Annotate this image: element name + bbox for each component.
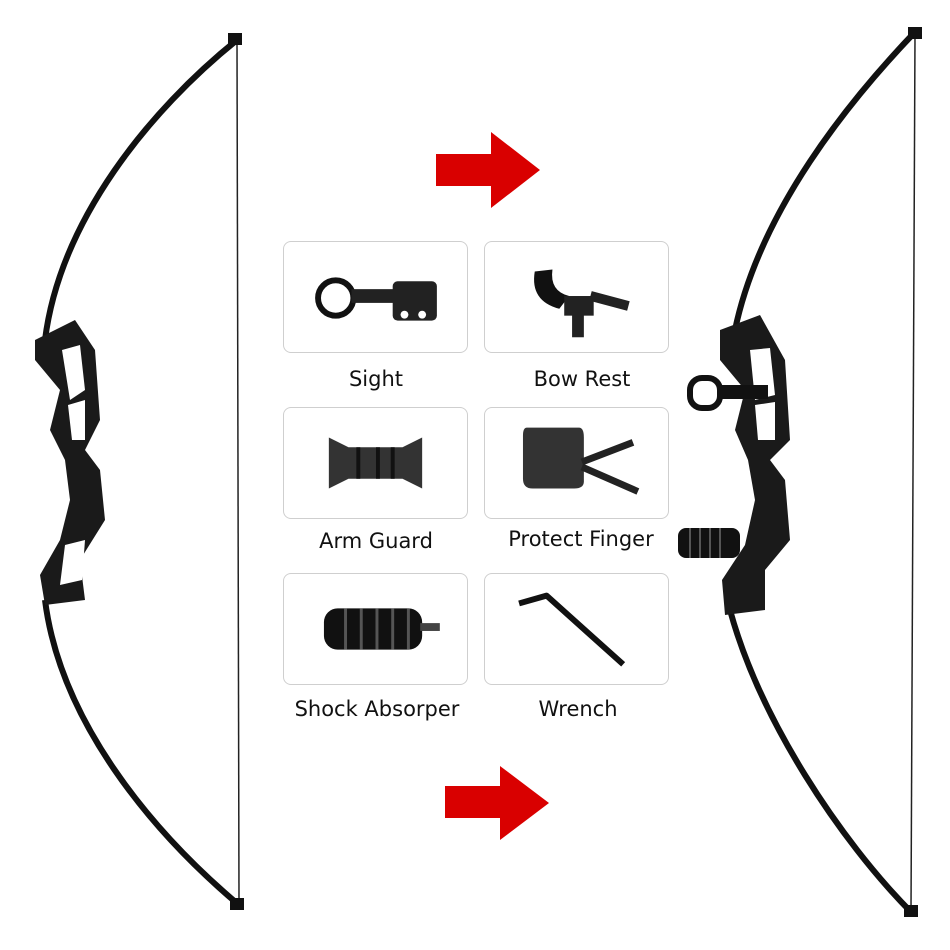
accessory-label: Bow Rest: [533, 367, 631, 391]
wrench-icon: [518, 592, 626, 667]
accessory-label: Wrench: [538, 697, 618, 721]
accessory-card-arm-guard: [283, 407, 468, 519]
shock-absorber-icon: [323, 608, 440, 650]
accessory-card-bow-rest: [484, 241, 669, 353]
finger-protector-icon: [522, 427, 640, 495]
accessory-label: Shock Absorper: [294, 697, 460, 721]
arrow-right-top-icon: [436, 132, 540, 208]
accessory-card-protect-finger: [484, 407, 669, 519]
accessory-card-sight: [283, 241, 468, 353]
bow-rest-icon: [534, 269, 630, 338]
arrow-right-bottom-icon: [445, 766, 549, 840]
arm-guard-icon: [328, 437, 423, 489]
accessory-label: Sight: [348, 367, 404, 391]
accessory-label: Protect Finger: [508, 527, 654, 551]
accessory-card-wrench: [484, 573, 669, 685]
sight-icon: [315, 277, 437, 321]
accessory-label: Arm Guard: [319, 529, 433, 553]
accessory-card-shock-absorber: [283, 573, 468, 685]
